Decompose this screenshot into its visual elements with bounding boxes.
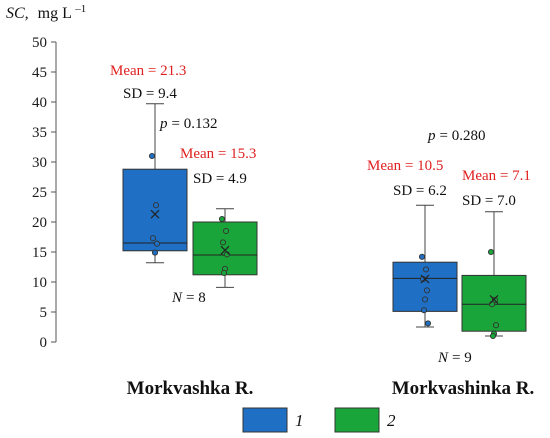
sd-label: SD = 6.2 [393,183,447,199]
box-layer [122,103,527,340]
category-label: Morkvashka R. [127,378,254,399]
legend-swatch-2 [334,407,380,433]
legend-label: 2 [387,411,396,430]
sd-label: SD = 7.0 [462,193,516,209]
data-point [420,307,428,314]
data-point [422,266,430,273]
mean-marker [420,274,430,284]
data-point [418,253,426,260]
data-point [424,320,432,327]
legend-label: 1 [295,411,304,430]
data-point [220,269,228,277]
y-tick-label: 45 [32,65,47,81]
y-tick-label: 10 [32,275,47,291]
y-axis-label-var: SC, [6,5,29,22]
sd-label: SD = 4.9 [193,171,247,187]
data-point [222,227,230,235]
mean-marker [150,209,160,219]
mean-label: Mean = 7.1 [462,168,531,184]
y-tick-label: 30 [32,155,47,171]
p-value-label: p= 0.132 [159,116,217,132]
y-axis-label-unit: mg L [38,5,72,22]
n-count-label: N= 8 [171,290,206,306]
y-tick-label: 20 [32,215,47,231]
y-axis-label-exp: –1 [74,3,86,15]
n-count-number: = 8 [186,290,206,306]
n-count-symbol: N [171,290,183,306]
n-count-number: = 9 [452,350,472,366]
y-axis-label: SC, mg L –1 [6,3,86,22]
p-value-symbol: p [159,116,168,132]
p-value-label: p= 0.280 [427,128,485,144]
y-tick-label: 50 [32,35,47,51]
mean-label: Mean = 10.5 [367,158,443,174]
p-value-number: = 0.280 [440,128,486,144]
legend-swatch-1 [242,407,288,433]
data-point [153,240,161,247]
y-tick-label: 0 [40,335,48,351]
y-tick-label: 15 [32,245,47,261]
mean-label: Mean = 21.3 [110,63,186,79]
mean-marker [220,245,230,255]
mean-marker [489,294,499,304]
y-tick-label: 25 [32,185,47,201]
data-point [219,239,227,246]
p-value-symbol: p [427,128,436,144]
data-point [492,322,500,329]
p-value-number: = 0.132 [172,116,218,132]
y-tick-label: 5 [40,305,48,321]
y-axis: 0 5 10 15 20 25 30 35 40 45 50 [32,35,57,351]
y-tick-label: 35 [32,125,47,141]
mean-label: Mean = 15.3 [180,146,256,162]
data-point [152,202,160,209]
data-point [148,152,156,160]
y-tick-label: 40 [32,95,47,111]
category-label: Morkvashinka R. [392,378,535,399]
data-point [151,249,159,256]
data-point [218,215,226,223]
n-count-symbol: N [437,350,449,366]
data-point [149,235,157,242]
n-count-label: N= 9 [437,350,472,366]
sd-label: SD = 9.4 [123,86,177,102]
data-point [489,332,497,340]
data-point [421,296,429,303]
data-point [423,287,431,294]
data-point [487,248,495,256]
